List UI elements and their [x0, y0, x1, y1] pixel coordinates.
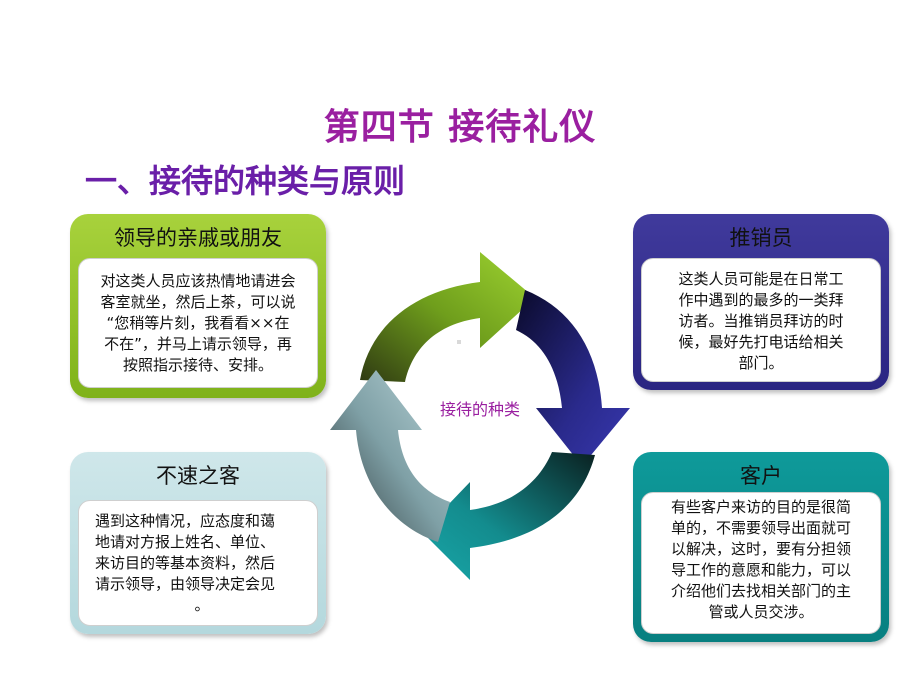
card-leaders-line: 对这类人员应该热情地请进会 — [100, 272, 296, 290]
card-customer-line: 导工作的意愿和能力，可以 — [670, 561, 851, 579]
card-salesman: 推销员 这类人员可能是在日常工 作中遇到的最多的一类拜 访者。当推销员拜访的时 … — [633, 214, 889, 390]
card-leaders-line: 客室就坐，然后上茶，可以说 — [100, 293, 296, 311]
card-leaders-line: 不在”，并马上请示领导，再 — [104, 335, 292, 353]
cycle-arrow-teal — [422, 452, 595, 580]
card-salesman-head: 推销员 — [729, 226, 793, 250]
card-customer-line: 单的，不需要领导出面就可 — [670, 519, 851, 537]
card-salesman-line: 候，最好先打电话给相关 — [678, 333, 844, 351]
center-label: 接待的种类 — [439, 400, 520, 419]
card-leaders-line: 按照指示接待、安排。 — [122, 356, 273, 374]
card-customer: 客户 有些客户来访的目的是很简 单的，不需要领导出面就可 以解决，这时，要有分担… — [633, 452, 889, 642]
card-uninvited-body: 遇到这种情况，应态度和蔼 地请对方报上姓名、单位、 来访目的等基本资料，然后 请… — [78, 500, 318, 626]
card-leaders-relatives: 领导的亲戚或朋友 对这类人员应该热情地请进会 客室就坐，然后上茶，可以说 “您稍… — [70, 214, 326, 398]
cycle-arrow-green — [360, 252, 535, 382]
card-leaders-head: 领导的亲戚或朋友 — [114, 226, 282, 250]
card-uninvited-line: 遇到这种情况，应态度和蔼 — [95, 512, 276, 530]
card-customer-line: 管或人员交涉。 — [708, 603, 814, 621]
card-salesman-line: 访者。当推销员拜访的时 — [678, 312, 844, 330]
card-uninvited-line: 来访目的等基本资料，然后 — [95, 554, 276, 572]
card-uninvited-head: 不速之客 — [156, 464, 240, 488]
cycle-arrow-silver — [330, 370, 450, 542]
center-dot — [457, 340, 461, 344]
card-uninvited-guest: 不速之客 遇到这种情况，应态度和蔼 地请对方报上姓名、单位、 来访目的等基本资料… — [70, 452, 326, 634]
card-uninvited-line: 地请对方报上姓名、单位、 — [95, 533, 276, 551]
card-uninvited-line: 。 — [194, 596, 210, 614]
page-title: 第四节 接待礼仪 — [323, 107, 597, 148]
card-customer-line: 以解决，这时，要有分担领 — [670, 540, 851, 558]
card-leaders-body: 对这类人员应该热情地请进会 客室就坐，然后上茶，可以说 “您稍等片刻，我看看××… — [78, 258, 318, 388]
cycle-diagram — [330, 252, 630, 580]
cycle-arrow-navy — [516, 290, 630, 466]
section-subtitle: 一、接待的种类与原则 — [85, 162, 406, 200]
card-salesman-body: 这类人员可能是在日常工 作中遇到的最多的一类拜 访者。当推销员拜访的时 候，最好… — [641, 258, 881, 382]
card-customer-head: 客户 — [740, 464, 782, 488]
card-uninvited-line: 请示领导，由领导决定会见 — [95, 575, 276, 593]
card-customer-line: 介绍他们去找相关部门的主 — [670, 582, 851, 600]
card-leaders-line: “您稍等片刻，我看看××在 — [106, 314, 290, 332]
card-salesman-line: 作中遇到的最多的一类拜 — [678, 291, 844, 309]
card-customer-line: 有些客户来访的目的是很简 — [670, 498, 851, 516]
card-salesman-line: 这类人员可能是在日常工 — [678, 270, 844, 288]
card-salesman-line: 部门。 — [738, 354, 784, 372]
card-customer-body: 有些客户来访的目的是很简 单的，不需要领导出面就可 以解决，这时，要有分担领 导… — [641, 492, 881, 634]
